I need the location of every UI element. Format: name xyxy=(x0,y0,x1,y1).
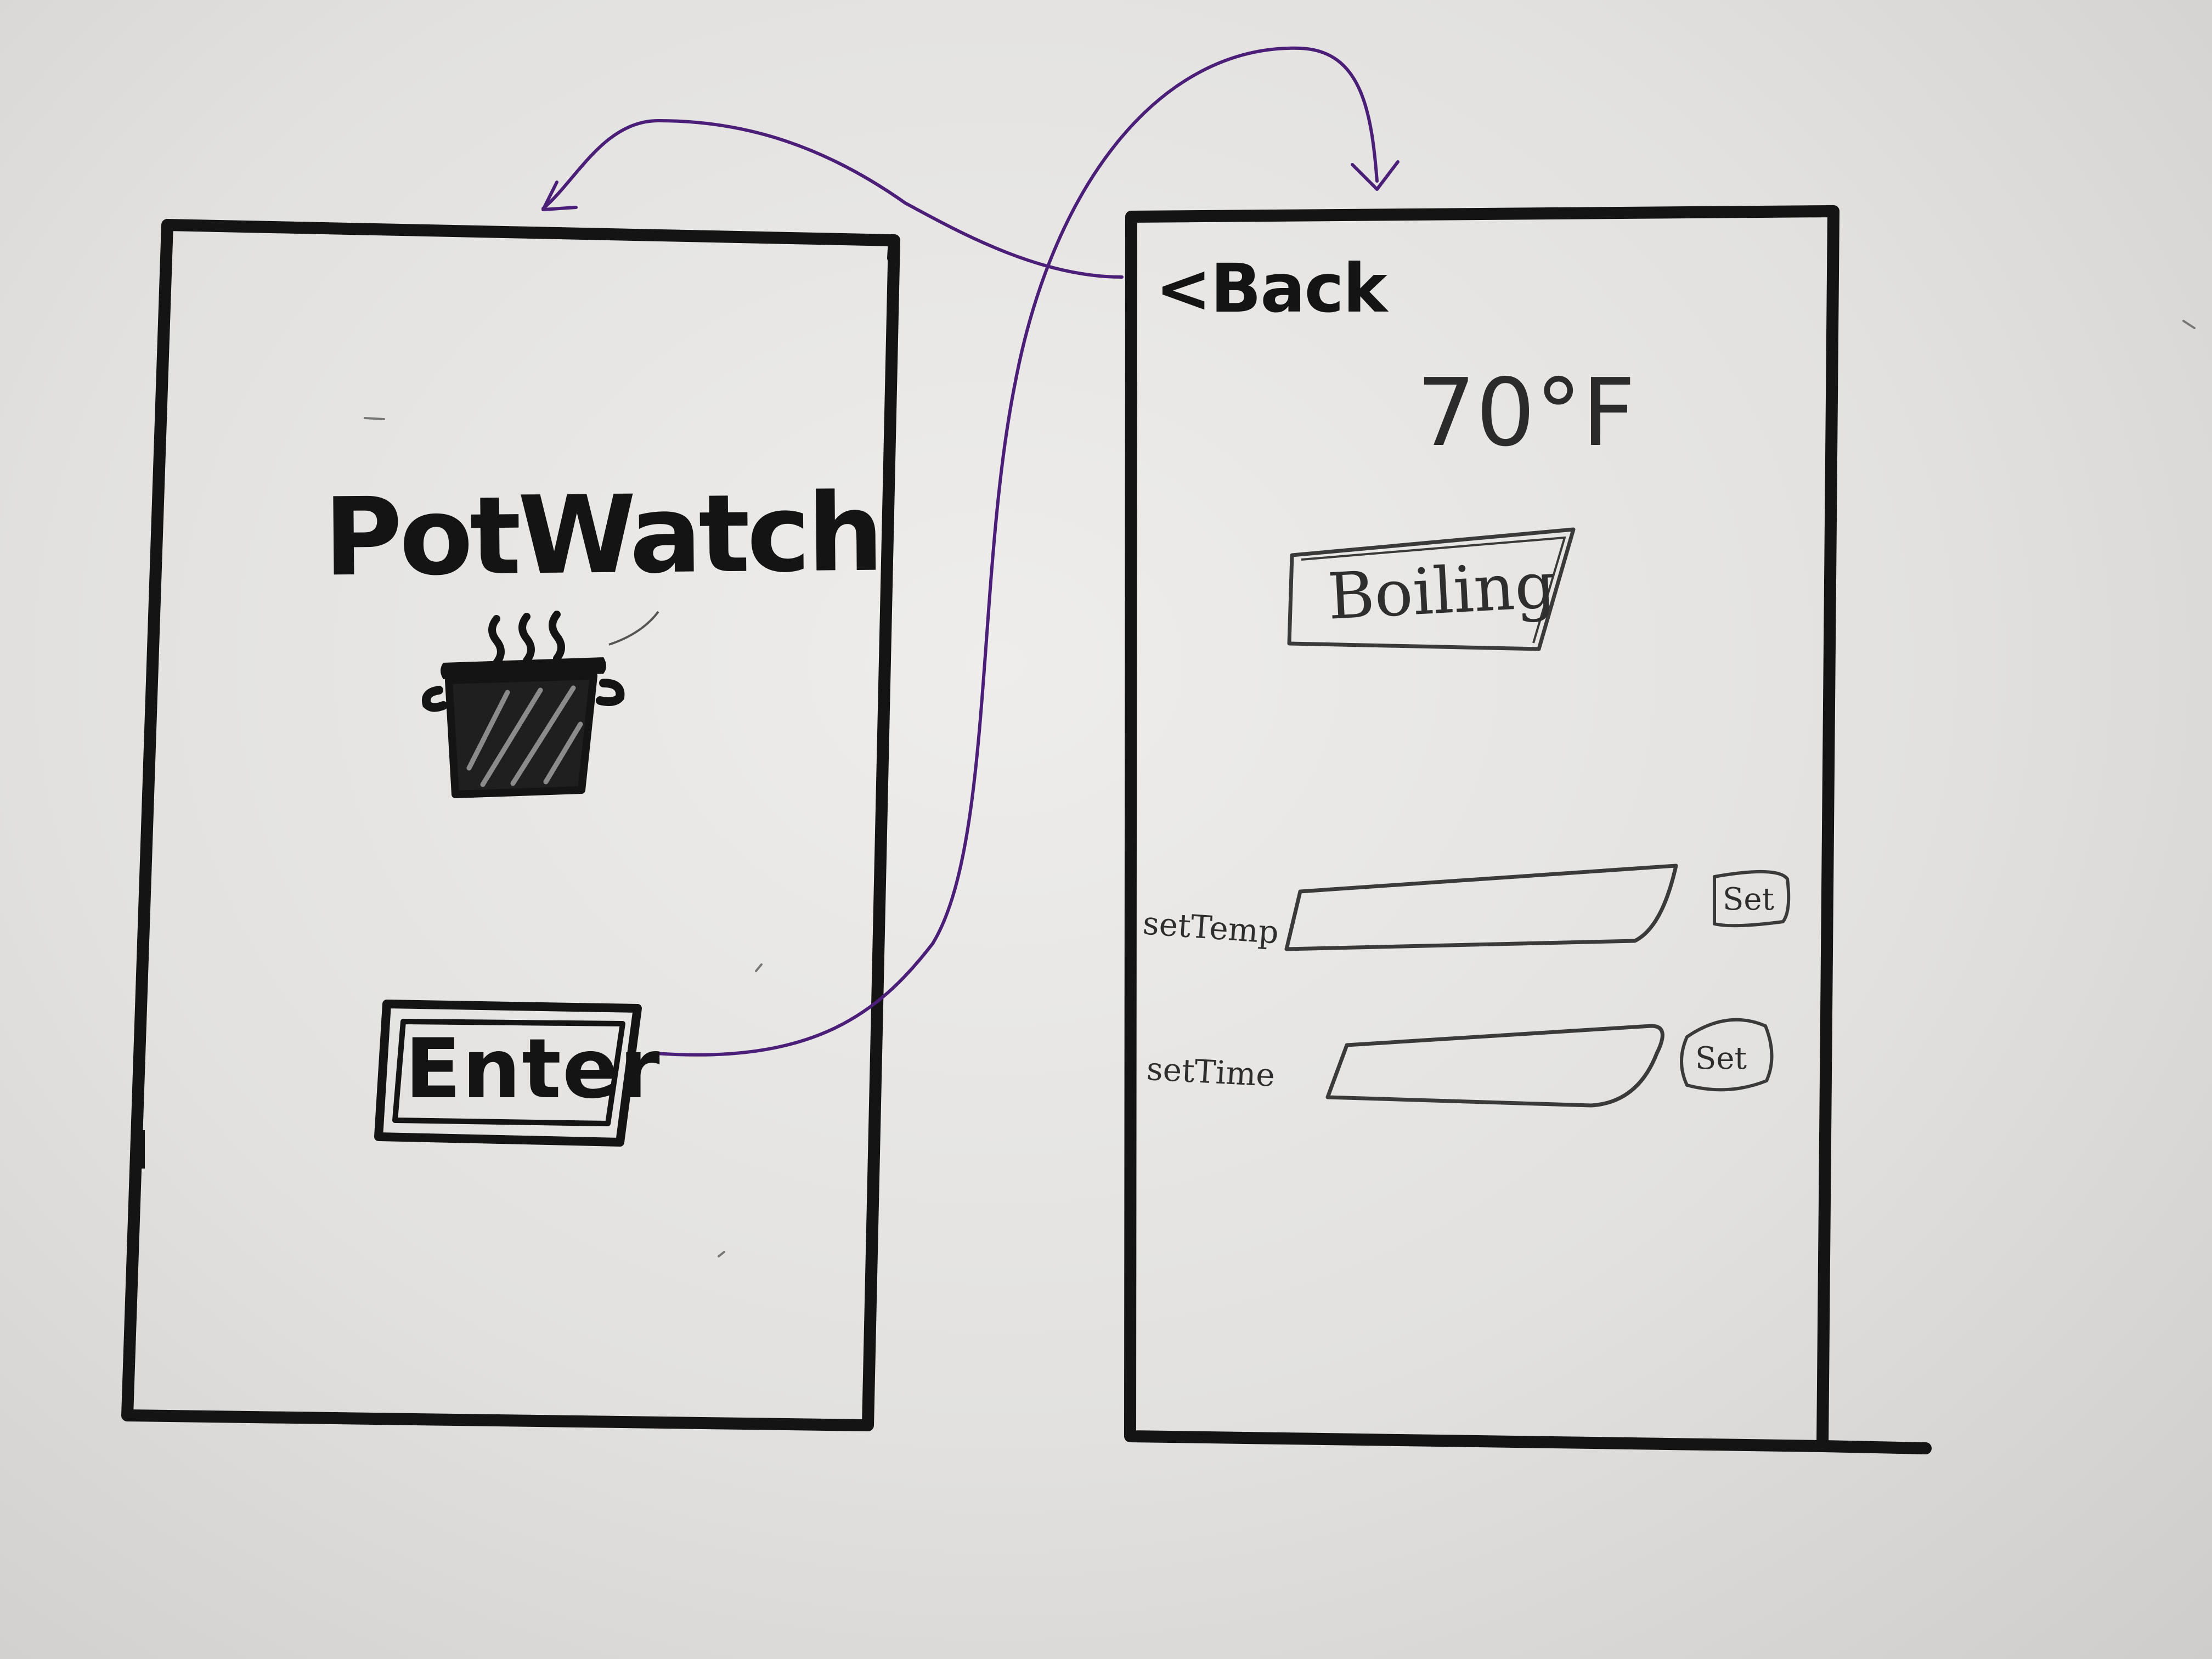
home-screen-frame xyxy=(121,219,900,1431)
set-temp-label: setTemp xyxy=(1141,904,1280,951)
set-temp-input[interactable] xyxy=(1289,870,1673,946)
set-time-input[interactable] xyxy=(1330,1029,1665,1103)
set-temp-button[interactable]: Set xyxy=(1723,882,1775,917)
enter-to-detail-arrow xyxy=(654,46,1379,1057)
set-time-button[interactable]: Set xyxy=(1695,1041,1747,1076)
set-time-label: setTime xyxy=(1146,1049,1276,1094)
back-to-home-arrow xyxy=(541,119,1124,279)
back-button[interactable]: <Back xyxy=(1155,250,1387,328)
steaming-pot-icon xyxy=(422,611,659,798)
enter-button[interactable]: Enter xyxy=(405,1022,661,1117)
app-title: PotWatch xyxy=(323,470,881,601)
status-badge: Boiling xyxy=(1325,548,1558,634)
temperature-readout: 70°F xyxy=(1417,359,1636,467)
